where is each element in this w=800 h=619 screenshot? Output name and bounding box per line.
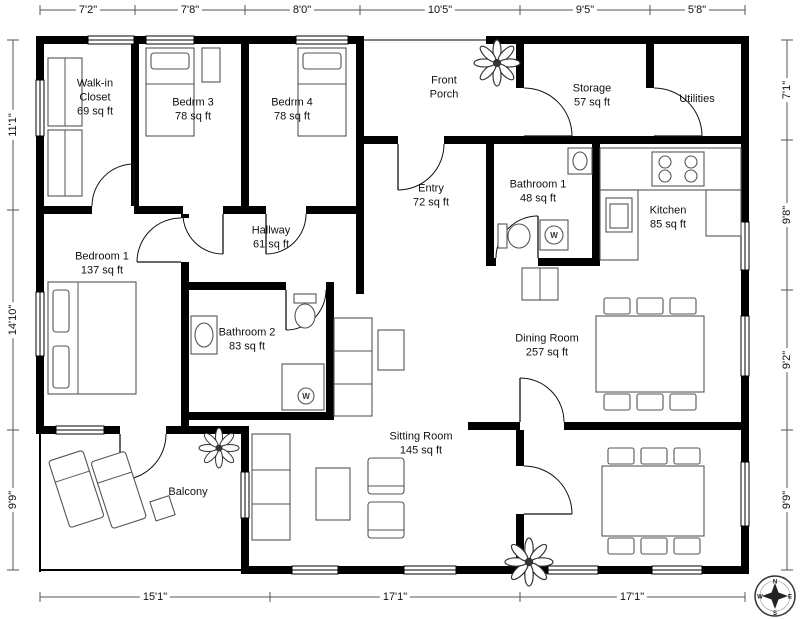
plant-icon: [504, 537, 554, 587]
dim-bottom-2: 17'1": [379, 591, 411, 603]
room-label-sitting-room: Sitting Room 145 sq ft: [390, 430, 453, 458]
compass-west-label: W: [757, 595, 763, 601]
room-area: 69 sq ft: [76, 104, 114, 117]
room-label-entry: Entry 72 sq ft: [413, 182, 449, 210]
dim-top-6: 5'8": [684, 4, 710, 16]
room-area: 57 sq ft: [573, 96, 611, 108]
dim-right-3: 9'2": [781, 347, 793, 373]
room-label-utilities: Utilities: [679, 93, 714, 107]
toilet: [497, 223, 531, 249]
room-label-dining-room: Dining Room 257 sq ft: [515, 332, 579, 360]
double-bed: [47, 281, 137, 395]
sofa: [251, 433, 291, 541]
dim-left-2: 14'10": [7, 301, 19, 339]
room-name: Entry: [418, 182, 444, 195]
room-name: Utilities: [679, 93, 715, 106]
compass-east-label: E: [788, 595, 792, 601]
dim-right-4: 9'9": [781, 487, 793, 513]
room-label-front-porch: Front Porch: [422, 74, 466, 102]
toilet: [293, 293, 317, 329]
shower: [281, 363, 325, 411]
dim-top-2: 7'8": [177, 4, 203, 16]
room-area: 78 sq ft: [273, 110, 311, 122]
furniture: [47, 47, 742, 555]
room-area: 257 sq ft: [525, 346, 569, 358]
dining-table: [595, 297, 705, 411]
room-area: 48 sq ft: [519, 192, 557, 204]
compass-south-label: S: [773, 611, 777, 617]
room-area: 78 sq ft: [174, 110, 212, 122]
room-label-bedrm-4: Bedrm 4 78 sq ft: [271, 96, 313, 124]
dim-right-1: 7'1": [781, 77, 793, 103]
room-name: Sitting Room: [389, 430, 453, 443]
coffee-table: [315, 467, 351, 521]
doors: [91, 87, 703, 515]
dim-right-2: 9'8": [781, 202, 793, 228]
room-label-bathroom-1: Bathroom 1 48 sq ft: [510, 178, 567, 206]
room-name: Front Porch: [429, 74, 459, 100]
stove: [651, 151, 705, 187]
room-area: 61 sq ft: [252, 238, 290, 250]
sink: [567, 147, 593, 175]
kitchen-sink: [605, 197, 633, 233]
room-area: 137 sq ft: [80, 264, 124, 276]
plant-icon: [198, 427, 240, 469]
room-label-hallway: Hallway 61 sq ft: [252, 224, 291, 252]
fridge: [521, 267, 559, 301]
bed: [297, 47, 347, 137]
compass-rose: N E S W: [754, 575, 796, 617]
dim-top-3: 8'0": [289, 4, 315, 16]
room-name: Hallway: [251, 224, 291, 237]
room-name: Bedroom 1: [75, 250, 129, 263]
room-area: 145 sq ft: [399, 444, 443, 456]
washer-symbol: W: [550, 231, 558, 240]
room-name: Bedrm 3: [172, 96, 214, 109]
dim-bottom-3: 17'1": [616, 591, 648, 603]
room-name: Bathroom 1: [509, 178, 567, 191]
dim-left-3: 9'9": [7, 487, 19, 513]
room-name: Walk-in Closet: [76, 77, 114, 104]
room-name: Bedrm 4: [271, 96, 313, 109]
sofa: [333, 317, 405, 417]
armchair: [367, 457, 405, 495]
armchair: [367, 501, 405, 539]
compass-north-label: N: [773, 580, 777, 586]
room-label-storage: Storage 57 sq ft: [573, 82, 612, 110]
dim-top-4: 10'5": [424, 4, 456, 16]
room-area: 85 sq ft: [649, 218, 687, 230]
room-name: Dining Room: [515, 332, 579, 345]
sink: [190, 315, 218, 355]
dim-left-1: 11'1": [7, 110, 19, 140]
room-label-walk-in-closet: Walk-in Closet 69 sq ft: [63, 77, 127, 118]
patio-table: [601, 447, 705, 555]
dim-top-5: 9'5": [572, 4, 598, 16]
room-label-bedrm-3: Bedrm 3 78 sq ft: [172, 96, 214, 124]
room-name: Storage: [572, 82, 612, 95]
room-name: Kitchen: [649, 204, 687, 217]
dim-top-1: 7'2": [75, 4, 101, 16]
plant-icon: [473, 39, 521, 87]
bed: [145, 47, 221, 137]
room-area: 83 sq ft: [228, 340, 266, 352]
room-label-bathroom-2: Bathroom 2 83 sq ft: [219, 326, 276, 354]
room-label-balcony: Balcony: [168, 486, 207, 500]
wardrobe: [47, 57, 83, 197]
room-name: Bathroom 2: [218, 326, 276, 339]
windows: [35, 35, 750, 575]
washer: [539, 219, 569, 251]
room-label-bedroom-1: Bedroom 1 137 sq ft: [75, 250, 129, 278]
dim-bottom-1: 15'1": [139, 591, 171, 603]
room-label-kitchen: Kitchen 85 sq ft: [650, 204, 687, 232]
room-area: 72 sq ft: [412, 196, 450, 208]
washer-symbol: W: [302, 392, 310, 401]
lounger: [48, 450, 176, 529]
room-name: Balcony: [168, 486, 208, 499]
